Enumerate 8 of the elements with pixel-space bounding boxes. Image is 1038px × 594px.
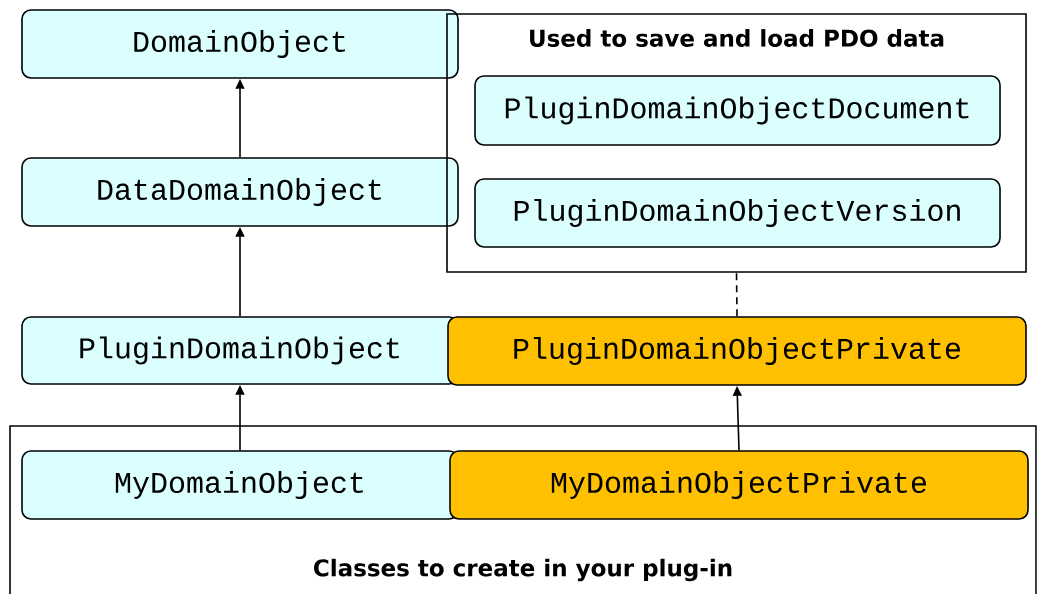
class-box: PluginDomainObject	[21, 316, 459, 385]
class-box: DataDomainObject	[21, 157, 459, 227]
class-box: PluginDomainObjectVersion	[474, 178, 1001, 248]
class-box: MyDomainObject	[21, 450, 459, 520]
class-box: MyDomainObjectPrivate	[449, 450, 1029, 520]
class-box: PluginDomainObjectDocument	[474, 75, 1001, 146]
class-box: DomainObject	[21, 9, 459, 79]
class-box: PluginDomainObjectPrivate	[447, 316, 1027, 386]
